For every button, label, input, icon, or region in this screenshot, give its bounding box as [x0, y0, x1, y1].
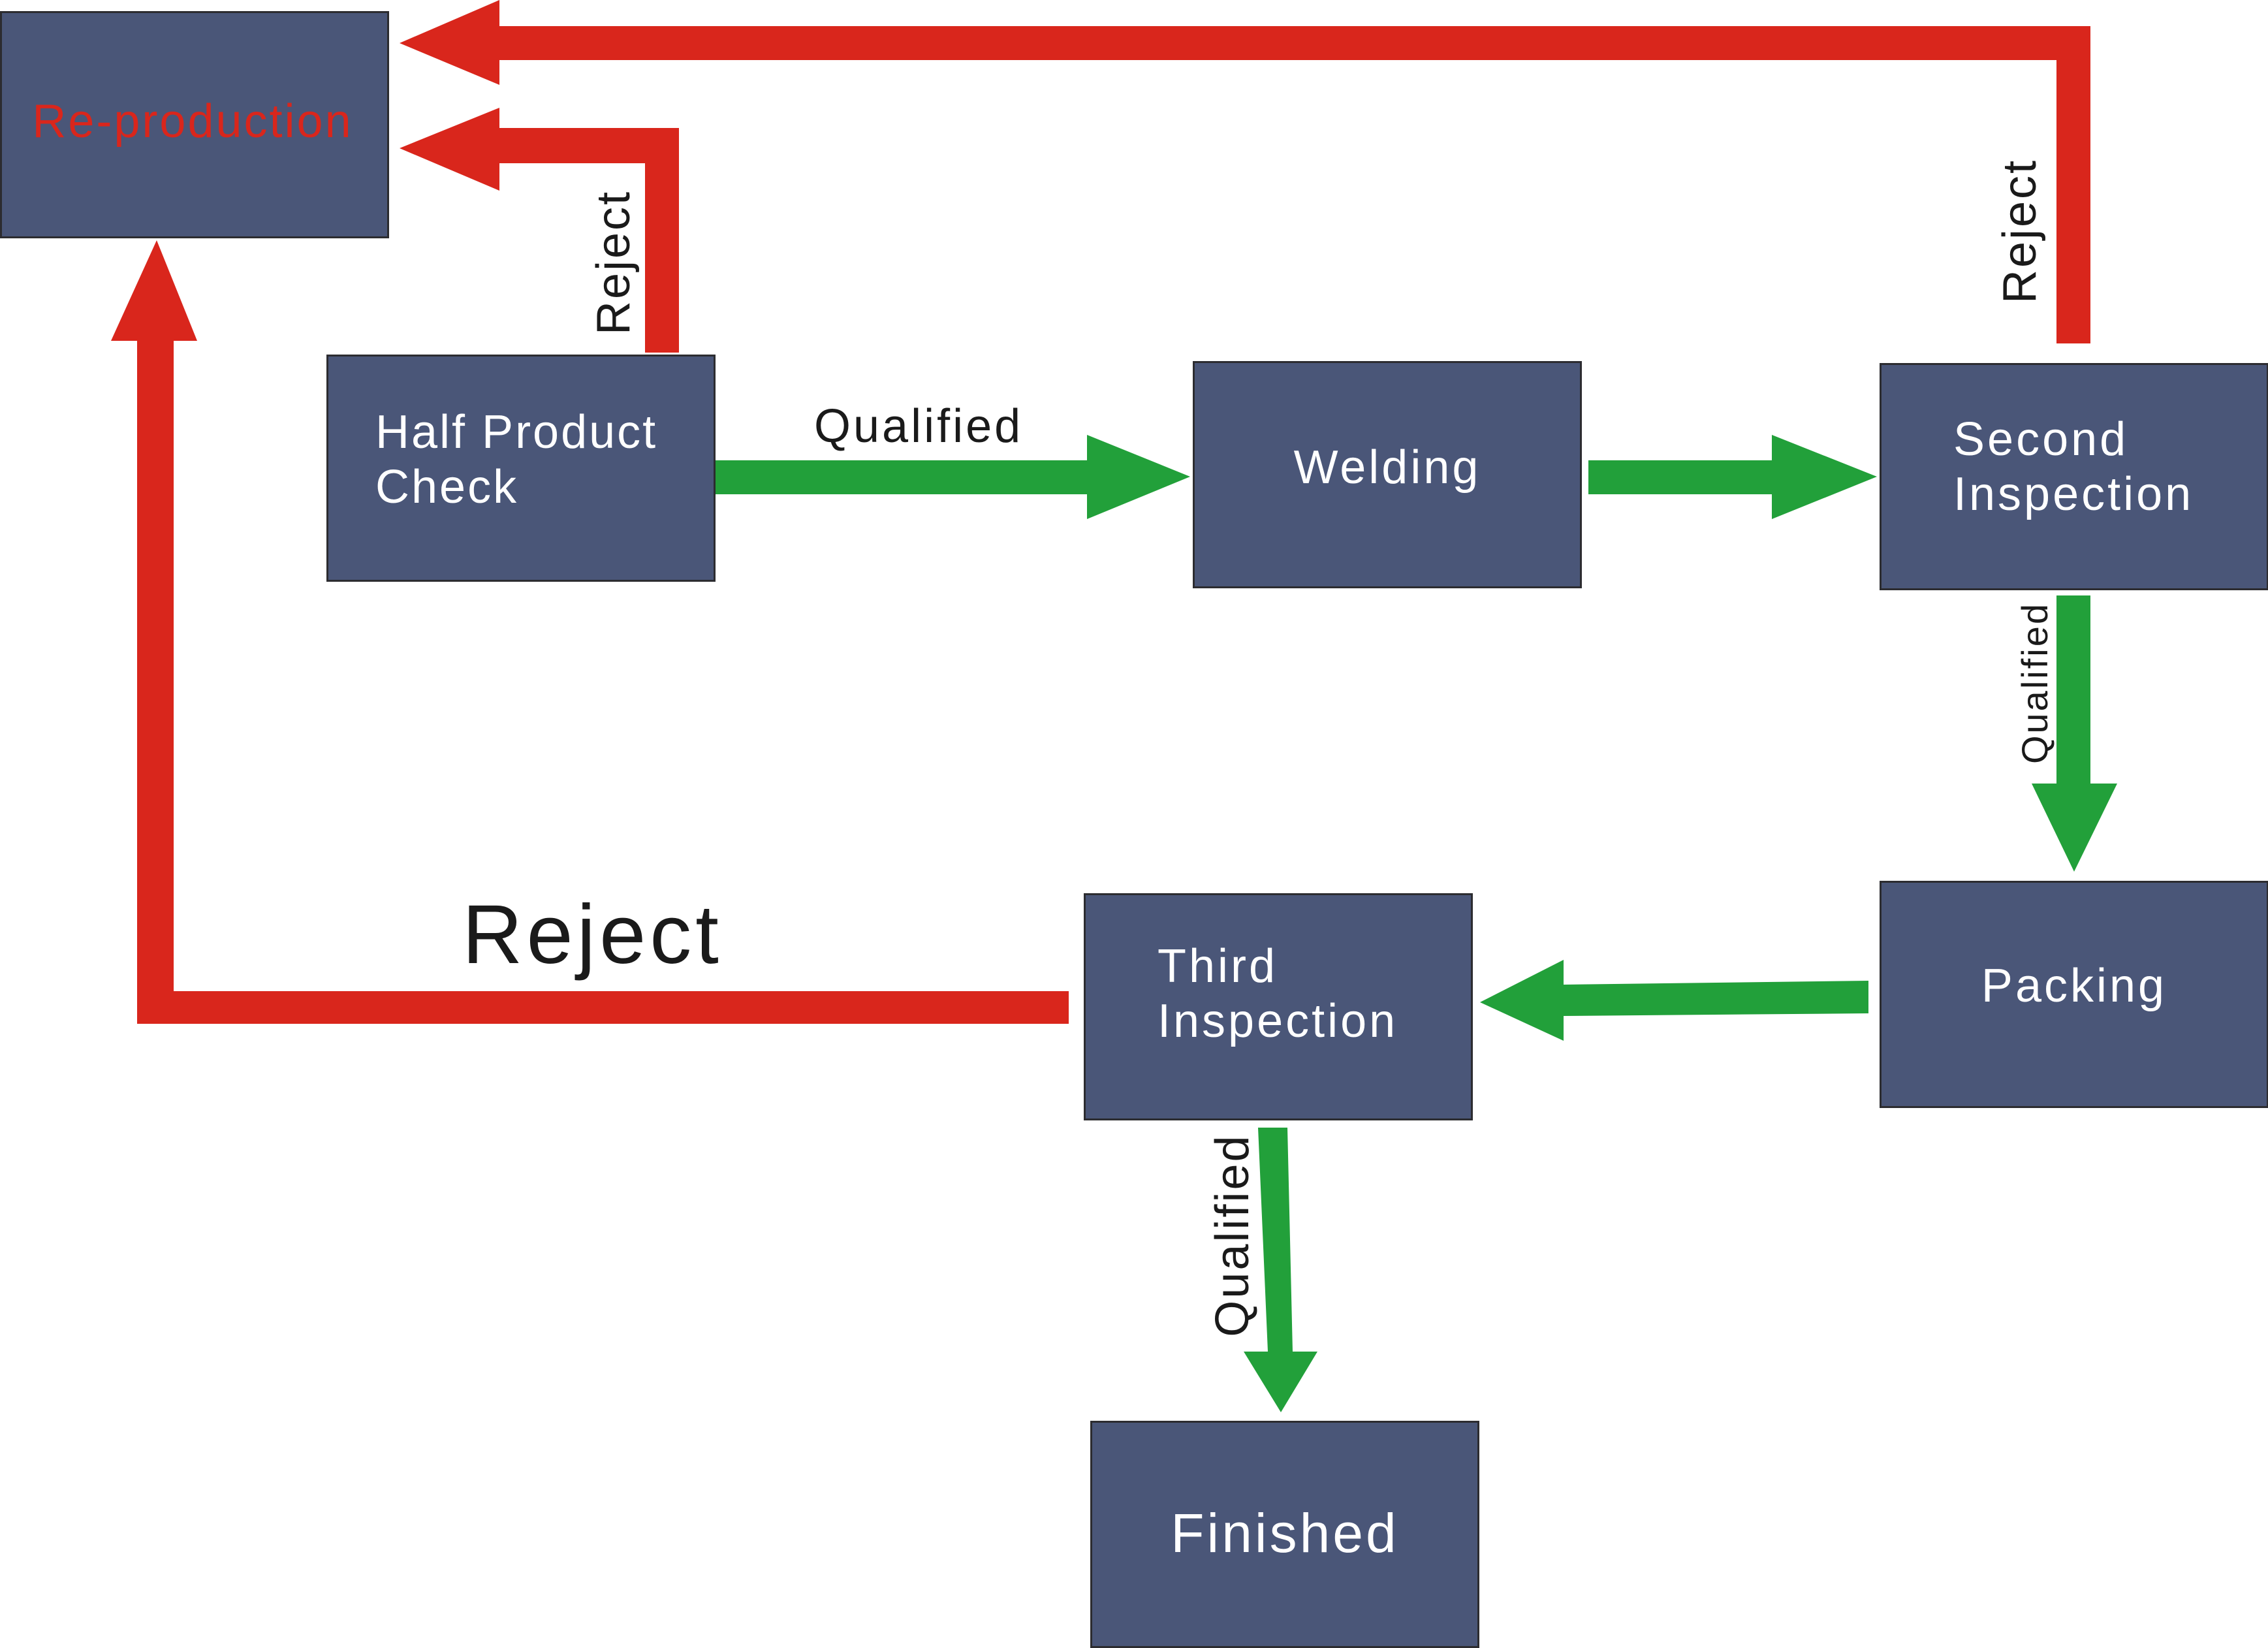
arrow-packing-to-third-inspection [1480, 960, 1868, 1041]
node-reproduction: Re-production [0, 11, 389, 238]
node-finished: Finished [1090, 1421, 1479, 1648]
label-half-check-reject: Reject [588, 189, 640, 336]
node-welding: Welding [1193, 361, 1582, 588]
label-third-inspection-qualified: Qualified [1206, 1133, 1259, 1337]
arrow-welding-to-second-inspection [1588, 435, 1877, 519]
node-packing-label: Packing [1981, 960, 2167, 1012]
label-third-inspection-reject: Reject [462, 888, 723, 981]
node-second-inspection-label: Second Inspection [1953, 413, 2194, 520]
node-third-inspection-label: Third Inspection [1158, 940, 1398, 1047]
node-reproduction-label: Re-production [32, 95, 353, 148]
node-welding-label: Welding [1293, 441, 1481, 494]
label-second-inspection-reject: Reject [1994, 158, 2046, 304]
node-half-product-check: Half Product Check [326, 355, 716, 582]
label-second-inspection-qualified: Qualified [2014, 601, 2055, 765]
reject-arrow-half-check-to-reproduction [400, 108, 679, 353]
qualified-arrow-third-inspection-to-finished [1244, 1128, 1317, 1412]
qualified-arrow-second-inspection-to-packing [2032, 595, 2117, 872]
node-second-inspection: Second Inspection [1880, 363, 2268, 590]
node-packing: Packing [1880, 881, 2268, 1108]
reject-arrow-second-inspection-to-reproduction [400, 0, 2090, 343]
label-half-check-qualified: Qualified [814, 400, 1024, 452]
node-finished-label: Finished [1171, 1502, 1399, 1564]
qualified-arrow-half-check-to-welding [715, 435, 1190, 519]
node-third-inspection: Third Inspection [1084, 893, 1473, 1120]
node-half-product-check-label: Half Product Check [375, 406, 658, 513]
